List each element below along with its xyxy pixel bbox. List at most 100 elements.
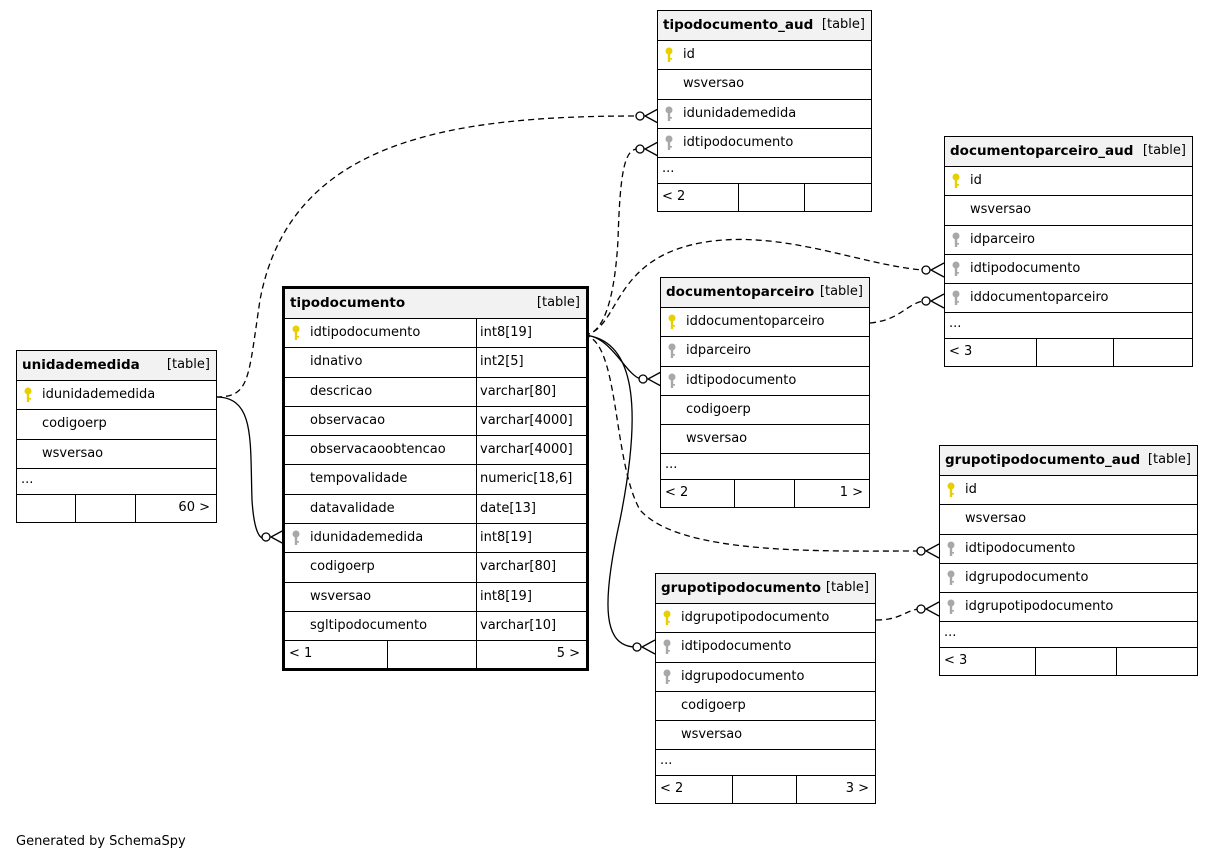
column-row[interactable]: codigoerp <box>17 410 216 440</box>
column-row[interactable]: id <box>658 41 871 71</box>
column-type: int8[19] <box>476 582 586 611</box>
column-row[interactable]: wsversao <box>661 425 869 455</box>
parents-count[interactable]: < 1 <box>289 646 313 662</box>
table-unidademedida[interactable]: unidademedida[table] idunidademedida codig… <box>16 350 217 523</box>
column-name: codigoerp <box>681 697 746 713</box>
column-name: sgltipodocumento <box>310 617 428 633</box>
children-count[interactable]: 5 > <box>476 641 586 669</box>
column-type: int8[19] <box>476 524 586 553</box>
column-row[interactable]: idparceiro <box>945 226 1192 255</box>
table-footer: < 2 1 > <box>661 480 869 508</box>
column-name: idtipodocumento <box>681 639 792 655</box>
children-count[interactable]: 3 > <box>796 776 875 804</box>
children-count[interactable]: 60 > <box>135 494 216 522</box>
table-grupotipodocumento[interactable]: grupotipodocumento[table]idgrupotipodocu… <box>655 573 876 805</box>
table-header[interactable]: unidademedida[table] <box>17 351 216 381</box>
column-row[interactable]: idunidademedida <box>658 100 871 129</box>
table-footer: < 3 <box>940 648 1197 676</box>
column-row[interactable]: wsversao <box>945 196 1192 226</box>
table-header[interactable]: grupotipodocumento_aud[table] <box>940 446 1197 476</box>
table-documentoparceiro[interactable]: documentoparceiro[table]iddocumentoparce… <box>660 277 870 509</box>
column-row[interactable]: idtipodocumento <box>945 255 1192 285</box>
column-name: idparceiro <box>686 343 751 359</box>
table-name[interactable]: grupotipodocumento_aud <box>945 452 1141 468</box>
table-name[interactable]: grupotipodocumento <box>661 580 822 596</box>
edge-documentoparceiro-to-documentoparceiro-aud <box>869 300 924 324</box>
parents-count[interactable]: < 3 <box>944 653 968 669</box>
column-row[interactable]: idgrupotipodocumento <box>940 593 1197 623</box>
column-row[interactable]: wsversao <box>940 505 1197 535</box>
parents-count[interactable]: < 2 <box>665 485 689 501</box>
table-name[interactable]: tipodocumento <box>290 295 406 311</box>
parents-count[interactable]: < 2 <box>660 781 684 797</box>
foreign-key-icon <box>947 541 955 556</box>
parents-count[interactable] <box>17 495 75 522</box>
column-name: idtipodocumento <box>310 325 421 340</box>
column-row[interactable]: iddocumentoparceiro <box>945 284 1192 314</box>
column-name: wsversao <box>686 431 748 447</box>
column-row[interactable]: iddocumentoparceiro <box>661 308 869 338</box>
column-type: int2[5] <box>476 348 586 377</box>
column-row[interactable]: id <box>945 167 1192 197</box>
table-header[interactable]: documentoparceiro[table] <box>661 278 869 308</box>
column-type: int8[19] <box>476 319 586 348</box>
column-row[interactable]: idtipodocumento <box>656 633 875 663</box>
edge-grupotipodocumento-to-grupotipodocumento-aud <box>875 608 919 621</box>
table-name[interactable]: tipodocumento_aud <box>663 17 814 33</box>
column-row[interactable]: codigoerp <box>656 692 875 722</box>
table-name[interactable]: unidademedida <box>22 357 140 373</box>
table-header[interactable]: tipodocumento_aud[table] <box>658 11 871 41</box>
column-name: idunidademedida <box>310 530 424 546</box>
column-row[interactable]: idnativo int2[5] <box>285 348 586 378</box>
column-row[interactable]: idtipodocumento <box>940 535 1197 564</box>
children-count[interactable]: 1 > <box>794 480 869 508</box>
table-header[interactable]: grupotipodocumento[table] <box>656 574 875 604</box>
table-header[interactable]: documentoparceiro_aud [table] <box>945 137 1192 167</box>
children-count[interactable] <box>1116 648 1197 676</box>
column-row[interactable]: idunidademedida <box>17 381 216 411</box>
edge-end-marker <box>632 639 656 655</box>
parents-count[interactable]: < 2 <box>662 189 686 205</box>
more-columns-indicator: ... <box>940 622 1197 649</box>
column-row[interactable]: idtipodocumento int8[19] <box>285 319 586 349</box>
column-row[interactable]: idtipodocumento <box>658 129 871 159</box>
more-columns-indicator: ... <box>17 469 216 495</box>
column-row[interactable]: wsversao <box>17 440 216 469</box>
column-row[interactable]: idtipodocumento <box>661 367 869 396</box>
foreign-key-icon <box>952 261 960 276</box>
column-row[interactable]: idgrupotipodocumento <box>656 604 875 634</box>
column-row[interactable]: idparceiro <box>661 337 869 367</box>
children-count[interactable] <box>804 184 871 212</box>
column-row[interactable]: codigoerp <box>661 396 869 426</box>
column-row[interactable]: sgltipodocumento varchar[10] <box>285 611 586 642</box>
table-name[interactable]: documentoparceiro <box>666 284 815 300</box>
children-count[interactable] <box>1113 339 1192 367</box>
column-row[interactable]: idgrupodocumento <box>656 663 875 692</box>
table-kind-label: [table] <box>1142 143 1186 158</box>
column-name: idnativo <box>310 354 363 370</box>
table-name[interactable]: documentoparceiro_aud <box>950 143 1134 159</box>
column-type: varchar[10] <box>476 611 586 641</box>
column-row[interactable]: idunidademedida int8[19] <box>285 524 586 554</box>
edge-end-marker <box>916 543 940 559</box>
more-columns-indicator: ... <box>656 750 875 777</box>
column-name: idunidademedida <box>42 387 156 402</box>
edge-tipodocumento-to-grupotipodocumento-aud <box>583 334 919 552</box>
column-row[interactable]: idgrupodocumento <box>940 564 1197 594</box>
column-row[interactable]: wsversao <box>658 70 871 100</box>
parents-count[interactable]: < 3 <box>949 344 973 360</box>
table-tipodocumento[interactable]: tipodocumento[table] idtipodocumento int8[… <box>282 286 589 672</box>
table-header[interactable]: tipodocumento[table] <box>285 289 586 319</box>
column-row[interactable]: wsversao <box>656 721 875 751</box>
column-row[interactable]: id <box>940 476 1197 506</box>
